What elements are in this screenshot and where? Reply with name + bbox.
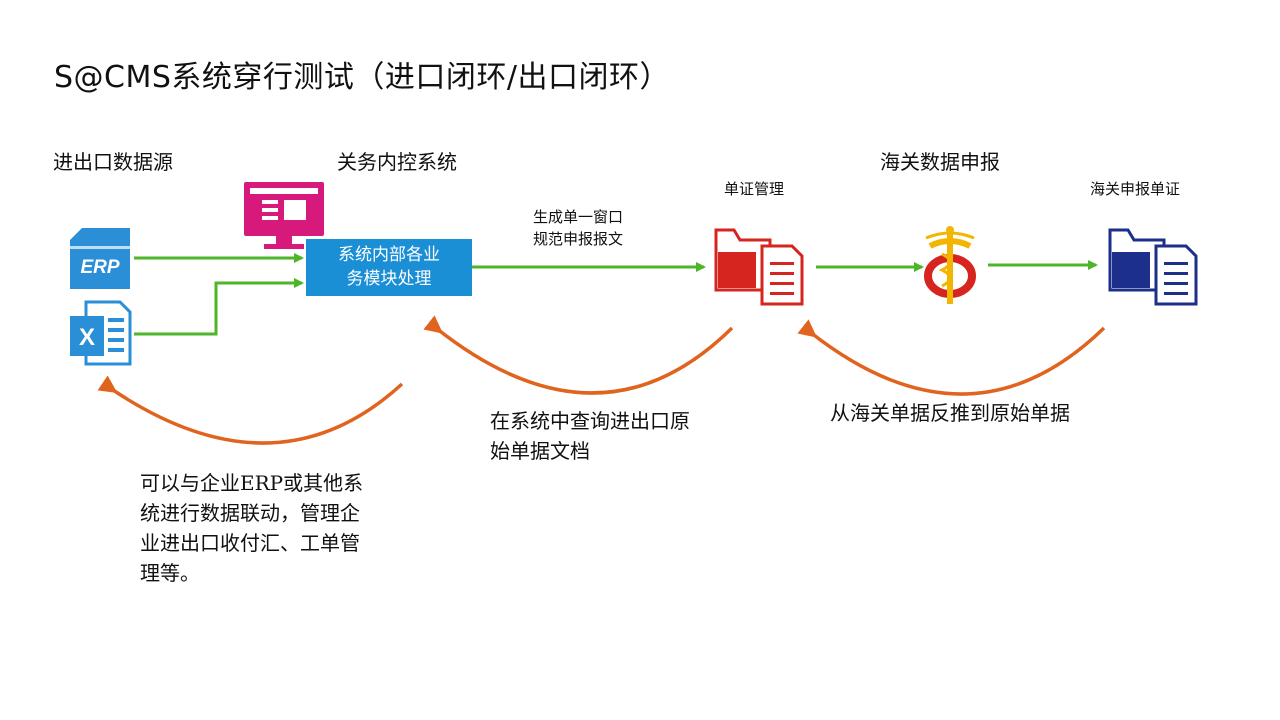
customs-emblem-icon (924, 226, 976, 304)
folder-red-icon (714, 228, 804, 306)
note-left: 可以与企业ERP或其他系 统进行数据联动，管理企 业进出口收付汇、工单管 理等。 (140, 468, 363, 588)
generate-message-caption: 生成单一窗口 规范申报报文 (512, 206, 644, 250)
note-left-line3: 业进出口收付汇、工单管 (140, 531, 360, 555)
arc-process-to-source (97, 375, 404, 445)
note-left-line2: 统进行数据联动，管理企 (140, 501, 360, 525)
process-box-line1: 系统内部各业 (338, 245, 440, 265)
erp-icon-label: ERP (80, 257, 119, 278)
arrow-excel-to-process (134, 278, 304, 336)
process-box-line2: 务模块处理 (346, 269, 432, 289)
generate-caption-line1: 生成单一窗口 (532, 208, 623, 226)
section-source: 进出口数据源 (53, 150, 173, 174)
note-left-line1: 可以与企业ERP或其他系 (140, 471, 364, 495)
erp-icon: ERP (70, 228, 130, 289)
excel-icon-label: X (79, 324, 95, 351)
note-middle-line2: 始单据文档 (490, 439, 590, 463)
process-box: 系统内部各业 务模块处理 (306, 239, 472, 296)
section-internal: 关务内控系统 (337, 150, 457, 174)
generate-caption-line2: 规范申报报文 (532, 230, 623, 248)
arc-form-to-docs (797, 319, 1106, 396)
note-middle-line1: 在系统中查询进出口原 (490, 409, 690, 433)
note-right: 从海关单据反推到原始单据 (830, 401, 1070, 425)
note-left-line4: 理等。 (140, 561, 200, 585)
section-customs: 海关数据申报 (880, 150, 1000, 174)
monitor-icon (244, 182, 324, 249)
note-middle: 在系统中查询进出口原 始单据文档 (490, 406, 690, 466)
arc-docs-to-process (423, 315, 734, 395)
excel-icon: X (70, 300, 132, 366)
page-title: S@CMS系统穿行测试（进口闭环/出口闭环） (54, 60, 671, 95)
folder-navy-icon (1108, 228, 1198, 306)
customs-form-label: 海关申报单证 (1090, 180, 1181, 198)
doc-mgmt-label: 单证管理 (724, 180, 785, 198)
